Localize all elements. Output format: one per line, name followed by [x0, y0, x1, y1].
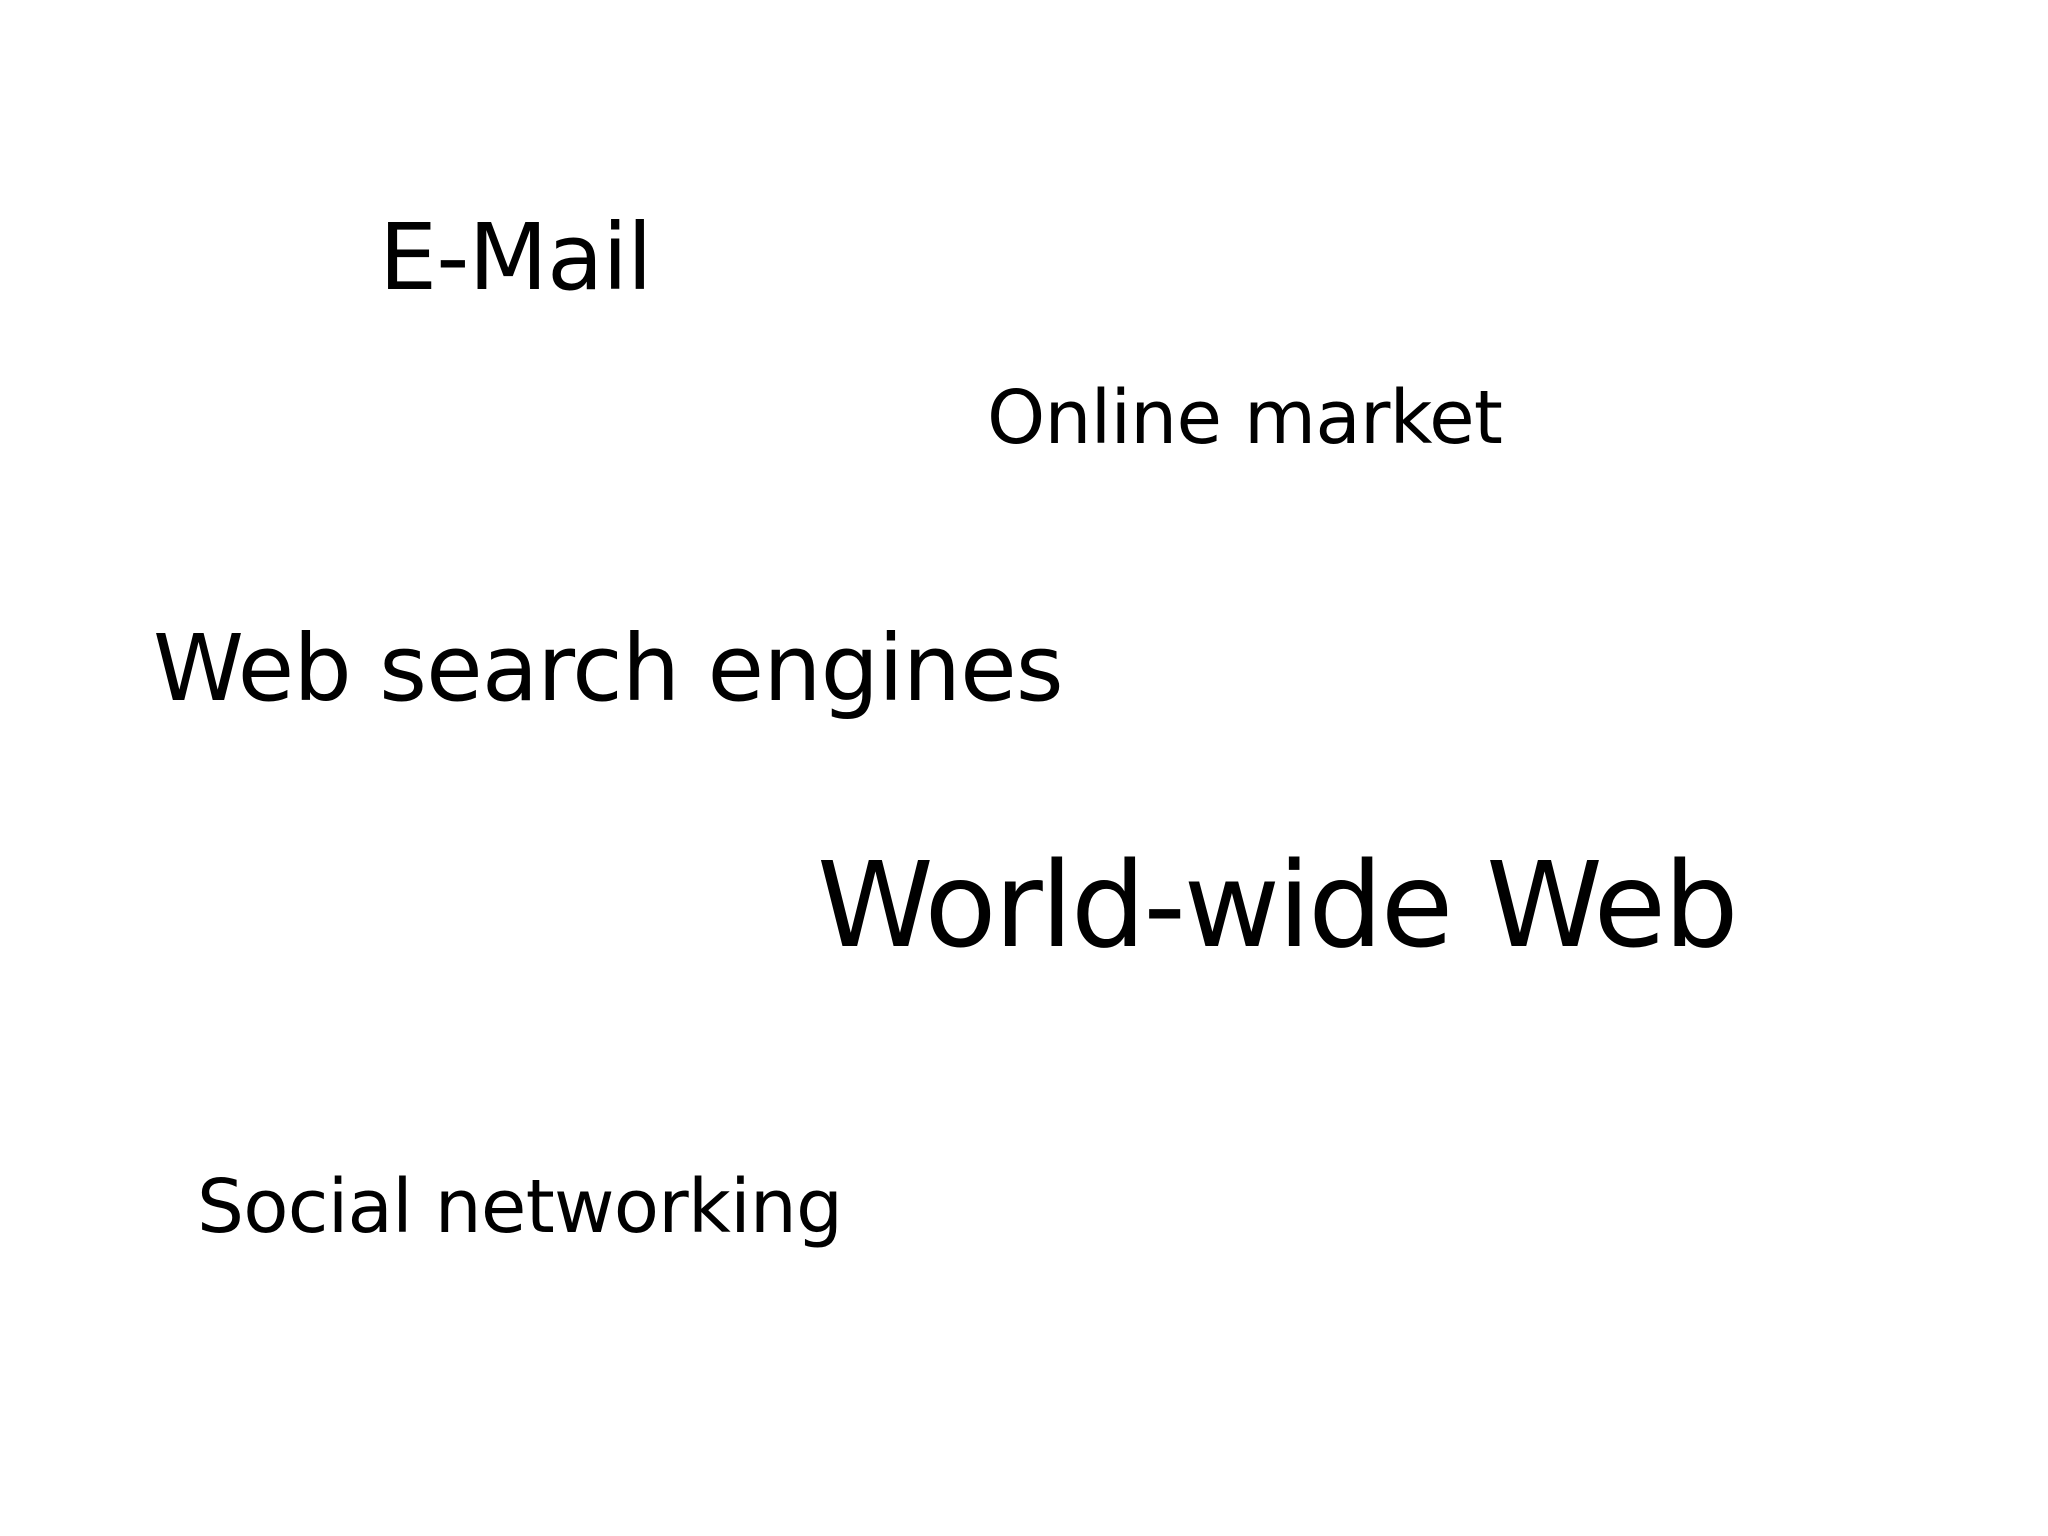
term-online-market: Online market	[987, 375, 1503, 461]
term-world-wide-web: World-wide Web	[817, 836, 1739, 974]
term-social-networking: Social networking	[197, 1164, 843, 1250]
term-email: E-Mail	[379, 204, 653, 311]
term-web-search-engines: Web search engines	[153, 615, 1064, 722]
